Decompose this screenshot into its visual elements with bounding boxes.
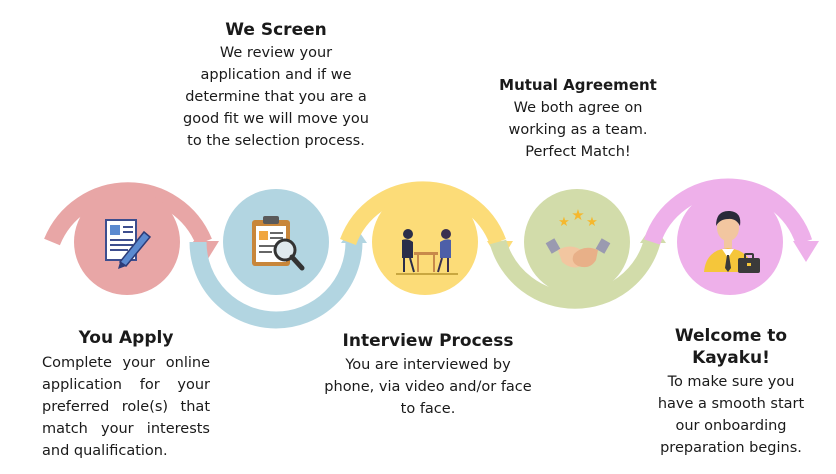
step-5-title: Welcome to Kayaku!: [674, 326, 788, 368]
step-4-block: Mutual Agreement We both agree on workin…: [496, 74, 660, 163]
step-2-block: We Screen We review your application and…: [178, 19, 374, 152]
step-1-block: You Apply Complete your online applicati…: [42, 327, 210, 462]
step-1-title: You Apply: [78, 328, 174, 348]
application-form-pen-icon: [105, 219, 152, 269]
step-5-description: To make sure you have a smooth start our…: [657, 374, 805, 456]
step-5-block: Welcome to Kayaku! To make sure you have…: [652, 325, 810, 459]
svg-text:★: ★: [586, 215, 598, 230]
step-5-arc: [643, 178, 819, 262]
step-4-circle: [524, 189, 630, 295]
step-3-circle: [372, 189, 478, 295]
step-3-title: Interview Process: [342, 331, 514, 351]
svg-text:★: ★: [571, 206, 584, 224]
step-2-description: We review your application and if we det…: [183, 45, 369, 149]
interview-people-icon: [396, 229, 458, 275]
step-2-title: We Screen: [225, 20, 327, 40]
handshake-stars-icon: ★ ★ ★: [545, 206, 611, 268]
step-3-block: Interview Process You are interviewed by…: [322, 330, 534, 420]
step-3-description: You are interviewed by phone, via video …: [324, 357, 532, 417]
businessman-icon: [704, 210, 760, 273]
step-4-title: Mutual Agreement: [499, 76, 657, 94]
svg-text:★: ★: [558, 215, 570, 230]
step-1-description: Complete your online application for you…: [42, 355, 210, 459]
clipboard-magnifier-icon: [252, 216, 305, 271]
step-4-description: We both agree on working as a team. Perf…: [508, 100, 648, 160]
